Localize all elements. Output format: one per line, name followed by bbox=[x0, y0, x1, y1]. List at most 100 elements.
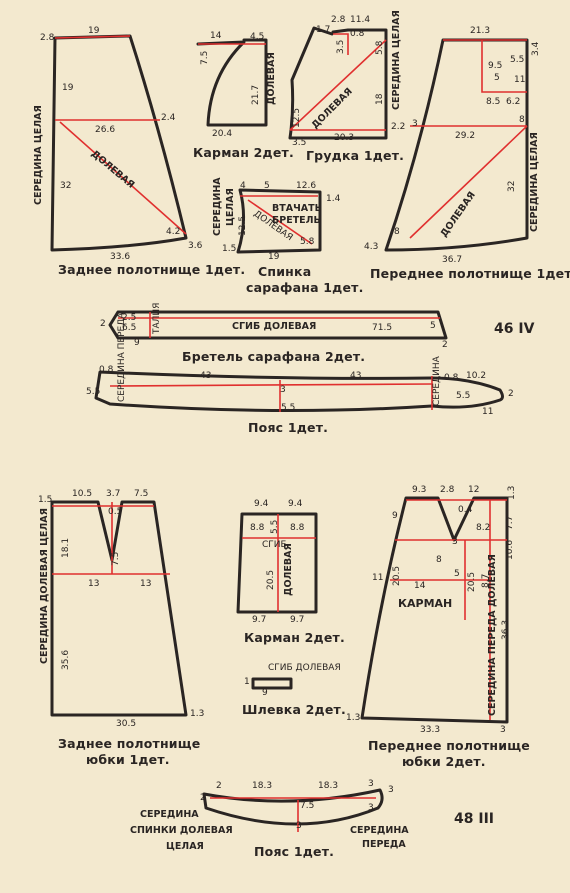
strap-outline bbox=[108, 310, 448, 340]
skirt-front-dim: 0.4 bbox=[458, 505, 473, 515]
skirt-back-caption: Заднее полотнище bbox=[58, 736, 201, 751]
skirt-front-dim: 11 bbox=[372, 573, 384, 583]
belt-bottom-dim: 3 bbox=[368, 803, 374, 813]
belt-bottom-front-label: СЕРЕДИНА bbox=[350, 825, 409, 836]
belt-top-dim: 0.8 bbox=[444, 373, 459, 383]
belt-bottom-back-label: СПИНКИ ДОЛЕВАЯ bbox=[130, 825, 233, 836]
page-ref-top: 46 IV bbox=[494, 321, 535, 337]
belt-loop-fold-label: СГИБ ДОЛЕВАЯ bbox=[268, 663, 341, 673]
skirt-front-dim: 20.5 bbox=[467, 571, 477, 592]
pocket-top-dim: 7.5 bbox=[200, 50, 210, 65]
belt-top-outline bbox=[94, 370, 504, 413]
skirt-pocket-dim: 20.5 bbox=[266, 569, 276, 590]
belt-bottom-dim: 18.3 bbox=[318, 781, 339, 791]
front-panel-dim: 9.5 bbox=[488, 61, 503, 71]
belt-bottom-back-label: ЦЕЛАЯ bbox=[166, 841, 204, 852]
skirt-back-dim: 3.7 bbox=[106, 489, 121, 499]
pocket-top-outline bbox=[196, 38, 268, 127]
skirt-pocket-dim: 9.4 bbox=[288, 499, 303, 509]
belt-loop-caption: Шлевка 2дет. bbox=[242, 702, 346, 717]
skirt-front-side-label: СЕРЕДИНА ПЕРЕДА ДОЛЕВАЯ bbox=[487, 554, 498, 716]
belt-top-dim: 0.8 bbox=[99, 365, 114, 375]
back-panel-dim: 2.8 bbox=[40, 33, 55, 43]
skirt-front-dim: 33.3 bbox=[420, 725, 441, 735]
back-bodice-dim: 5.8 bbox=[300, 237, 315, 247]
bib-dim: 1.7 bbox=[316, 25, 331, 35]
belt-top-dim: 11 bbox=[482, 407, 494, 417]
skirt-pocket-caption: Карман 2дет. bbox=[244, 630, 345, 645]
back-panel-caption: Заднее полотнище 1дет. bbox=[58, 262, 246, 277]
skirt-front-dim: 2.8 bbox=[440, 485, 455, 495]
back-panel-side-label: СЕРЕДИНА ЦЕЛАЯ bbox=[33, 105, 44, 205]
skirt-front-dim: 5 bbox=[454, 569, 460, 579]
skirt-back-dim: 18.1 bbox=[61, 537, 71, 558]
strap-waist-label: ТАЛИЯ bbox=[152, 302, 162, 334]
belt-top-dim: 10.2 bbox=[466, 371, 487, 381]
front-panel-dim: 3 bbox=[412, 119, 418, 129]
back-panel-dim: 3.6 bbox=[188, 241, 203, 251]
skirt-pocket-dim: 8.8 bbox=[250, 523, 265, 533]
pocket-top-caption: Карман 2дет. bbox=[193, 145, 294, 160]
front-panel-dim: 8.5 bbox=[486, 97, 501, 107]
back-panel-dim: 19 bbox=[62, 83, 74, 93]
front-panel-dim: 32 bbox=[507, 180, 517, 192]
back-bodice-caption: Спинка bbox=[258, 264, 312, 279]
belt-loop-outline bbox=[251, 677, 293, 690]
bib-side-label: СЕРЕДИНА ЦЕЛАЯ bbox=[391, 10, 402, 110]
strap-dim: 9 bbox=[134, 338, 140, 348]
skirt-back-dim: 35.6 bbox=[61, 649, 71, 670]
skirt-back-dim: 1.5 bbox=[38, 495, 53, 505]
back-panel-dim: 2.4 bbox=[161, 113, 176, 123]
belt-bottom-dim: 2 bbox=[200, 793, 206, 803]
back-bodice-dim: 12.5 bbox=[238, 215, 248, 236]
back-bodice-side-label: ЦЕЛАЯ bbox=[225, 188, 236, 226]
belt-bottom-dim: 3 bbox=[296, 821, 302, 831]
strap-fold-label: СГИБ ДОЛЕВАЯ bbox=[232, 321, 317, 332]
skirt-front-dim: 7.7 bbox=[505, 515, 515, 530]
bib-dim: 18 bbox=[375, 93, 385, 105]
back-bodice-note: ВТАЧАТЬ bbox=[272, 203, 322, 214]
skirt-pocket-dim: 9.7 bbox=[290, 615, 305, 625]
skirt-pocket-dim: 9.4 bbox=[254, 499, 269, 509]
back-bodice-dim: 5 bbox=[264, 181, 270, 191]
front-panel-side-label: СЕРЕДИНА ЦЕЛАЯ bbox=[529, 132, 540, 232]
belt-loop-dim: 9 bbox=[262, 688, 268, 698]
belt-bottom-caption: Пояс 1дет. bbox=[254, 844, 335, 859]
back-panel-dim: 33.6 bbox=[110, 252, 131, 262]
back-bodice-dim: 19 bbox=[268, 252, 280, 262]
skirt-back-caption: юбки 1дет. bbox=[86, 752, 170, 767]
strap-caption: Бретель сарафана 2дет. bbox=[182, 349, 366, 364]
belt-bottom-dim: 3 bbox=[368, 779, 374, 789]
skirt-back-dim: 1.3 bbox=[190, 709, 205, 719]
skirt-front-dim: 8 bbox=[436, 555, 442, 565]
skirt-front-dim: 14 bbox=[414, 581, 426, 591]
back-bodice-dim: 12.6 bbox=[296, 181, 317, 191]
strap-dim: 5 bbox=[430, 321, 436, 331]
strap-dim: 71.5 bbox=[372, 323, 393, 333]
skirt-back-dim: 13 bbox=[88, 579, 100, 589]
belt-top-dim: 5.5 bbox=[281, 403, 296, 413]
skirt-pocket-grain-label: ДОЛЕВАЯ bbox=[283, 543, 294, 596]
bib-dim: 0.8 bbox=[350, 29, 365, 39]
front-panel-dim: 3.4 bbox=[531, 41, 541, 56]
belt-top-caption: Пояс 1дет. bbox=[248, 420, 329, 435]
back-bodice-caption: сарафана 1дет. bbox=[246, 280, 364, 295]
skirt-front-dim: 10.6 bbox=[505, 539, 515, 560]
bib-dim: 2.2 bbox=[391, 122, 406, 132]
bib-dim: 2.8 bbox=[331, 15, 346, 25]
belt-top-dim: 43 bbox=[200, 371, 212, 381]
back-bodice-dim: 1.4 bbox=[326, 194, 341, 204]
back-bodice-dim: 1.5 bbox=[222, 244, 237, 254]
skirt-front-dim: 1.3 bbox=[346, 713, 361, 723]
belt-top-dim: 3 bbox=[280, 385, 286, 395]
belt-top-dim: 5.5 bbox=[86, 387, 101, 397]
skirt-pocket-dim: 5.5 bbox=[270, 519, 280, 534]
belt-bottom-dim: 2 bbox=[216, 781, 222, 791]
skirt-front-dim: 9 bbox=[392, 511, 398, 521]
skirt-front-caption: юбки 2дет. bbox=[402, 754, 486, 769]
front-panel-dim: 36.7 bbox=[442, 255, 463, 265]
back-panel-dim: 26.6 bbox=[95, 125, 116, 135]
belt-loop-dim: 1 bbox=[244, 677, 250, 687]
